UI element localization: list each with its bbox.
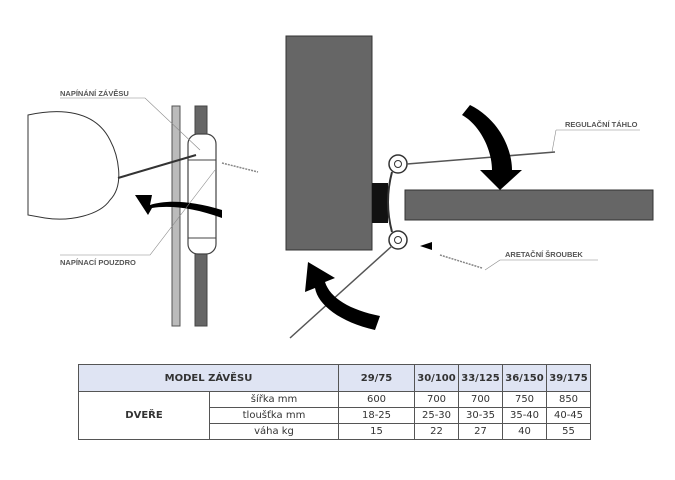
table-cell: 40-45 [546,407,591,424]
row-label: váha kg [209,423,339,440]
up-arrow-icon [305,262,380,330]
label-napinani-zavesu: NAPÍNÁNÍ ZÁVĚSU [60,89,129,98]
down-arrow-icon [462,105,522,190]
rotate-arrow-icon [135,195,222,218]
door-leaf [404,189,654,221]
table-cell: 22 [414,423,459,440]
hinge-cylinder [187,133,217,255]
table-cell: 55 [546,423,591,440]
table-cell: 35-40 [502,407,547,424]
table-cell: 25-30 [414,407,459,424]
label-napinaci-pouzdro: NAPÍNACÍ POUZDRO [60,258,136,267]
small-arrow-icon [420,242,432,250]
spec-table: MODEL ZÁVĚSU 29/75 30/100 33/125 36/150 … [78,364,591,440]
hinge-illustration [27,35,654,339]
table-cell: 18-25 [338,407,415,424]
label-aretacni-sroubek: ARETAČNÍ ŠROUBEK [505,250,583,259]
table-cell: 40 [502,423,547,440]
table-header-row: MODEL ZÁVĚSU 29/75 30/100 33/125 36/150 … [78,364,591,392]
row-label: šířka mm [209,391,339,408]
regulating-rod [406,151,556,165]
table-row: váha kg 15 22 27 40 55 [79,423,591,440]
table-cell: 850 [546,391,591,408]
hinge-plate [372,183,388,223]
table-cell: 15 [338,423,415,440]
table-cell: 750 [502,391,547,408]
header-model-cell: 39/175 [546,364,591,392]
row-label: tloušťka mm [209,407,339,424]
header-model-cell: 33/125 [458,364,503,392]
group-label: DVEŘE [78,391,210,440]
door-panel [285,35,373,251]
header-model: MODEL ZÁVĚSU [78,364,339,392]
table-cell: 700 [414,391,459,408]
screw-icon [221,162,259,173]
table-row: tloušťka mm 18-25 25-30 30-35 35-40 40-4… [79,407,591,424]
lower-rod [289,245,393,339]
frame-bar-light [171,105,181,327]
hand-icon [27,111,120,220]
table-cell: 27 [458,423,503,440]
table-cell: 30-35 [458,407,503,424]
table-row: DVEŘE šířka mm 600 700 700 750 850 [78,391,591,440]
header-model-cell: 36/150 [502,364,547,392]
label-regulacni-tahlo: REGULAČNÍ TÁHLO [565,120,638,129]
locking-screw-icon [439,254,483,269]
hex-key [117,154,197,179]
table-cell: 600 [338,391,415,408]
table-cell: 700 [458,391,503,408]
header-model-cell: 29/75 [338,364,415,392]
header-model-cell: 30/100 [414,364,459,392]
